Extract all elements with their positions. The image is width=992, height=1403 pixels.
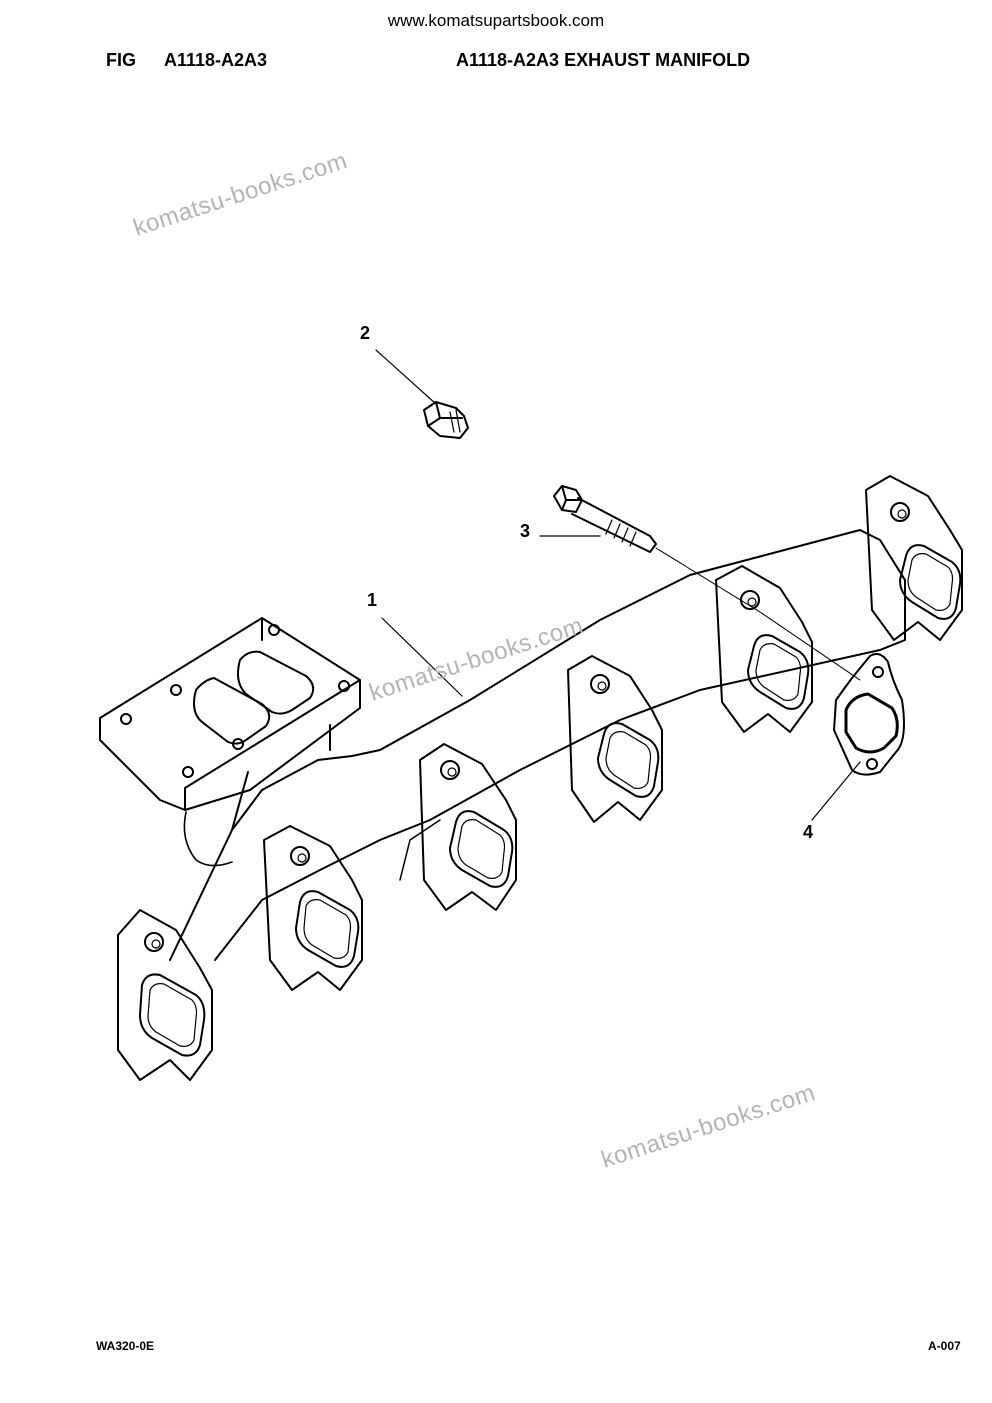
callout-part-2: 2 [360,323,371,343]
callout-part-4: 4 [803,822,814,842]
plug-part-2 [375,349,469,439]
bolt-part-3 [539,485,861,681]
port-flange-6 [865,475,963,641]
port-flange-5 [715,565,813,733]
footer-page-number: A-007 [928,1339,961,1353]
port-flange-4 [567,655,663,823]
footer-model: WA320-0E [96,1339,155,1353]
port-flange-1 [117,909,213,1081]
fig-label: FIG [106,50,136,70]
leader-part-1 [381,617,463,697]
callout-part-3: 3 [520,521,531,541]
callout-part-1: 1 [367,590,378,610]
fig-title: A1118-A2A3 EXHAUST MANIFOLD [456,50,751,70]
port-flange-3 [419,743,517,911]
manifold-pipe [169,529,906,961]
website-url: www.komatsupartsbook.com [387,11,605,30]
gasket-part-4 [811,653,905,821]
fig-code: A1118-A2A3 [164,50,268,70]
turbo-flange [99,617,361,867]
port-flange-2 [263,825,363,991]
